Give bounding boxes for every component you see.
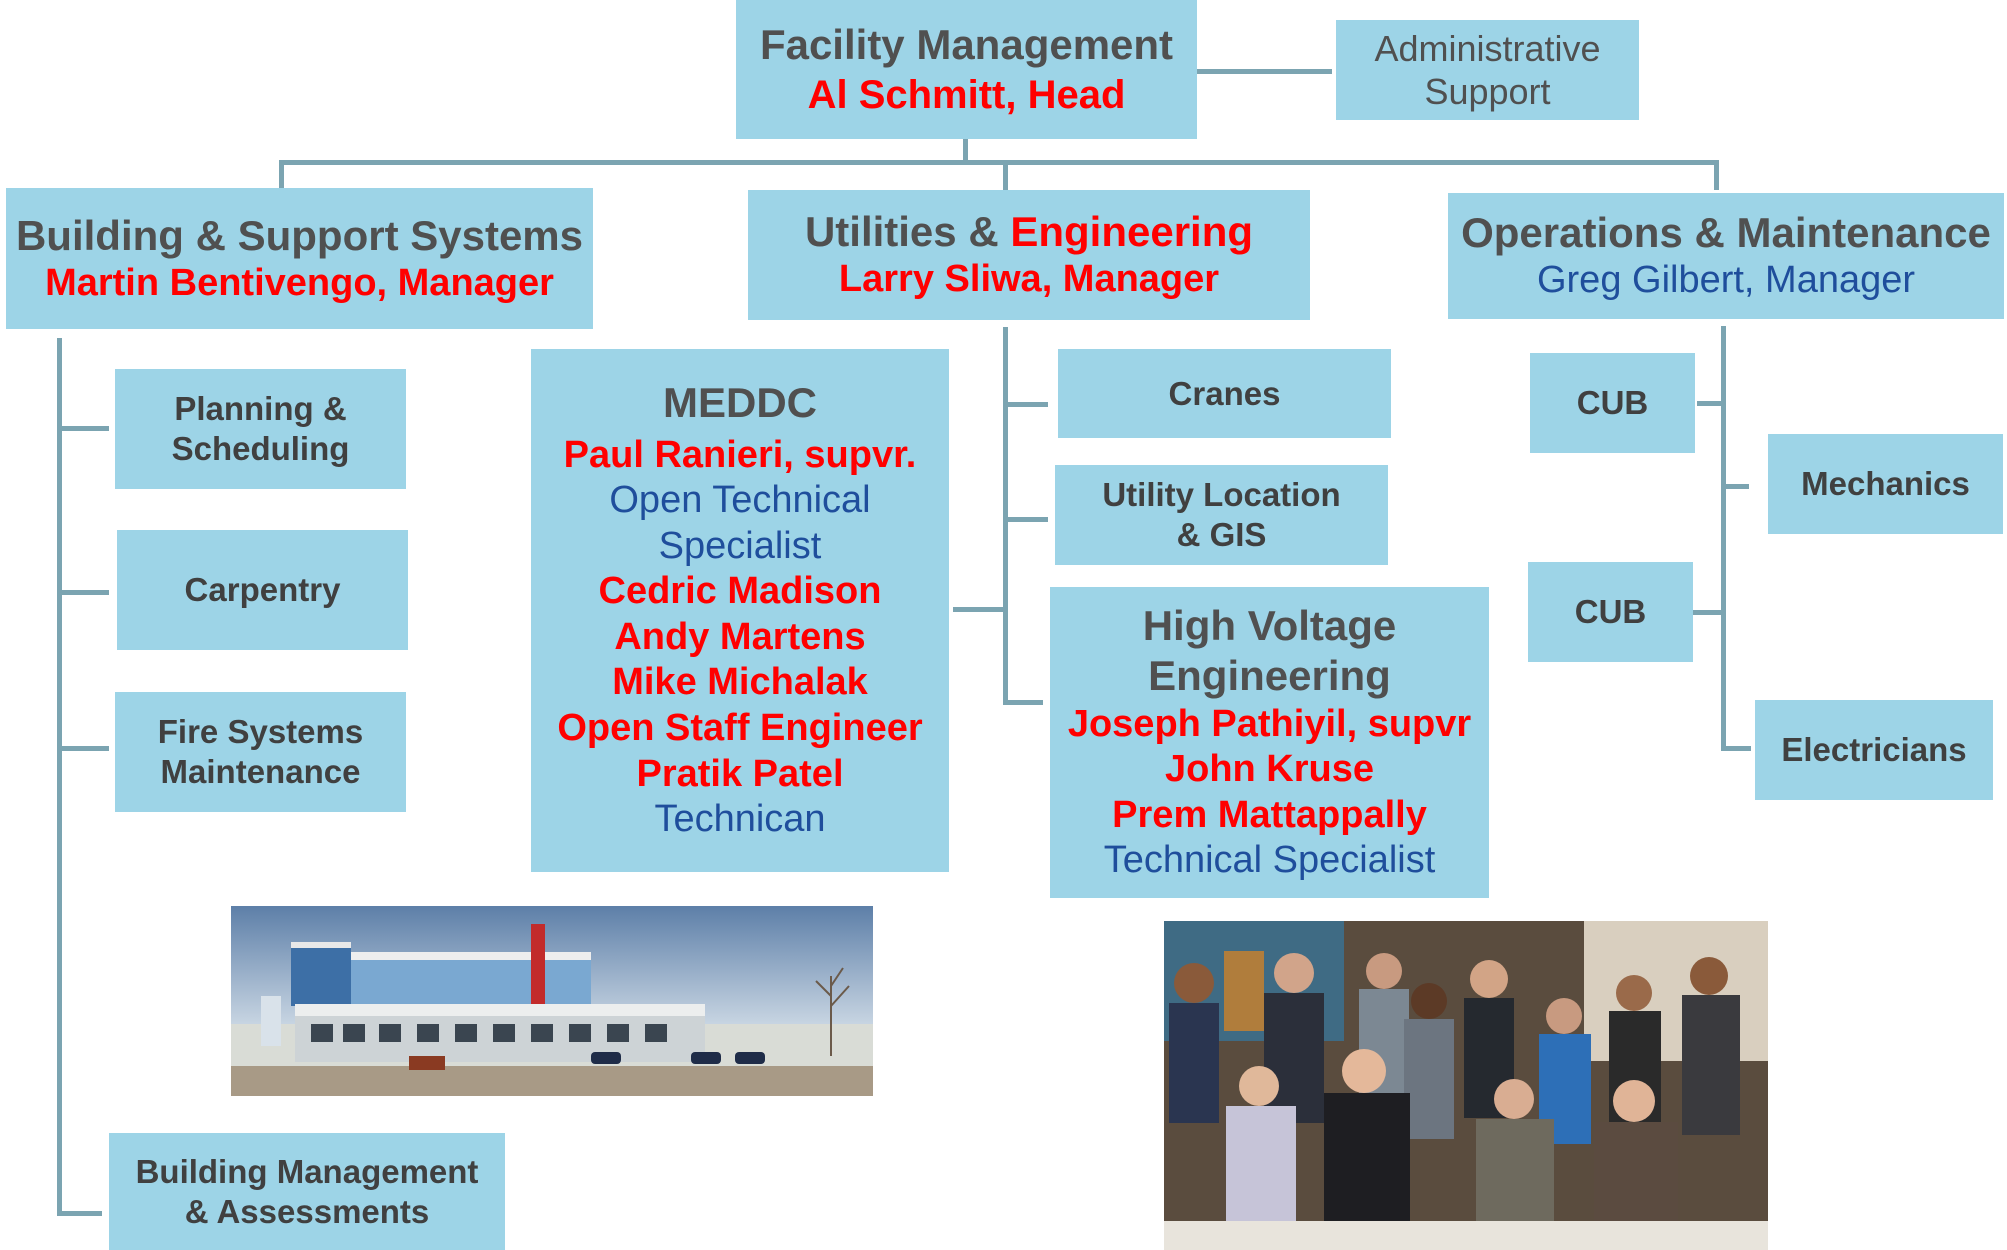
meddc-box: MEDDC Paul Ranieri, supvr. Open Technica… xyxy=(531,349,949,872)
carpentry-box: Carpentry xyxy=(117,530,408,650)
team-photo-illustration xyxy=(1164,921,1768,1250)
building-photo-illustration xyxy=(231,906,873,1096)
planning-line2: Scheduling xyxy=(171,430,350,467)
connector-ue-hv xyxy=(1003,700,1043,705)
utilities-engineering-box: Utilities & Engineering Larry Sliwa, Man… xyxy=(748,190,1310,320)
electricians-box: Electricians xyxy=(1755,700,1993,800)
meddc-title: MEDDC xyxy=(663,379,817,427)
meddc-member: Specialist xyxy=(658,524,822,567)
connector-om-cub1 xyxy=(1697,401,1725,406)
meddc-member: Cedric Madison xyxy=(598,570,882,613)
connector-bss-bma xyxy=(57,1211,102,1216)
connector-om-electricians xyxy=(1721,746,1751,751)
connector-bss-fire xyxy=(57,746,109,751)
bss-manager-name: Martin Bentivengo, Manager xyxy=(45,261,554,304)
cranes-box: Cranes xyxy=(1058,349,1391,438)
bma-line2: & Assessments xyxy=(184,1192,430,1230)
utility-line2: & GIS xyxy=(1176,516,1267,553)
connector-om-drop xyxy=(1714,160,1719,190)
planning-line1: Planning & xyxy=(174,390,347,428)
carpentry-label: Carpentry xyxy=(184,571,341,609)
connector-bss-drop xyxy=(279,160,284,190)
om-title: Operations & Maintenance xyxy=(1461,209,1991,256)
admin-support-line2: Support xyxy=(1424,71,1551,112)
meddc-member: Technican xyxy=(654,798,826,841)
fire-line2: Maintenance xyxy=(160,753,361,790)
connector-om-vertical xyxy=(1721,326,1726,750)
hv-member: John Kruse xyxy=(1164,748,1375,791)
ue-title-part-b: Engineering xyxy=(1010,208,1254,255)
hv-member: Technical Specialist xyxy=(1103,839,1436,882)
bma-line1: Building Management xyxy=(135,1152,479,1190)
connector-managers-horizontal xyxy=(279,160,1719,165)
utility-location-gis-box: Utility Location & GIS xyxy=(1055,465,1388,565)
connector-om-cub2 xyxy=(1693,610,1725,615)
meddc-member: Open Staff Engineer xyxy=(557,707,923,750)
fire-systems-maintenance-box: Fire Systems Maintenance xyxy=(115,692,406,812)
cub-box-1: CUB xyxy=(1530,353,1695,453)
hv-member: Prem Mattappally xyxy=(1112,793,1427,836)
connector-bss-carpentry xyxy=(57,590,109,595)
meddc-member: Open Technical xyxy=(609,479,871,522)
meddc-member: Pratik Patel xyxy=(636,752,844,795)
connector-ue-utility xyxy=(1003,517,1048,522)
building-support-systems-box: Building & Support Systems Martin Bentiv… xyxy=(6,188,593,329)
facility-management-box: Facility Management Al Schmitt, Head xyxy=(736,0,1197,139)
hv-title-line1: High Voltage xyxy=(1142,601,1397,649)
cranes-label: Cranes xyxy=(1168,374,1281,412)
connector-bss-planning xyxy=(57,426,109,431)
utility-line1: Utility Location xyxy=(1102,476,1341,514)
cub-box-2: CUB xyxy=(1528,562,1693,662)
connector-ue-cranes xyxy=(1003,402,1048,407)
meddc-member: Mike Michalak xyxy=(612,661,868,704)
connector-bss-vertical xyxy=(57,338,62,1216)
meddc-member: Paul Ranieri, supvr. xyxy=(563,433,917,476)
ue-manager-name: Larry Sliwa, Manager xyxy=(838,258,1220,301)
mechanics-box: Mechanics xyxy=(1768,434,2003,534)
operations-maintenance-box: Operations & Maintenance Greg Gilbert, M… xyxy=(1448,193,2004,319)
connector-ue-vertical xyxy=(1003,327,1008,705)
meddc-member: Andy Martens xyxy=(614,615,866,658)
mechanics-label: Mechanics xyxy=(1801,465,1970,503)
ue-title: Utilities & Engineering xyxy=(805,207,1253,257)
building-photo xyxy=(231,906,873,1096)
fire-line1: Fire Systems xyxy=(157,713,364,751)
facility-management-title: Facility Management xyxy=(759,21,1174,69)
cub-label: CUB xyxy=(1574,593,1647,631)
connector-om-mechanics xyxy=(1721,484,1749,489)
admin-support-line1: Administrative xyxy=(1374,27,1601,69)
hv-title-line2: Engineering xyxy=(1148,652,1391,700)
connector-top-down xyxy=(963,139,968,165)
ue-title-part-a: Utilities & xyxy=(804,208,1011,255)
building-management-assessments-box: Building Management & Assessments xyxy=(109,1133,505,1250)
hv-member: Joseph Pathiyil, supvr xyxy=(1067,702,1472,745)
planning-scheduling-box: Planning & Scheduling xyxy=(115,369,406,489)
facility-head-name: Al Schmitt, Head xyxy=(807,72,1126,117)
connector-ue-meddc xyxy=(953,607,1005,612)
connector-top-admin xyxy=(1197,69,1332,74)
om-manager-name: Greg Gilbert, Manager xyxy=(1536,259,1916,302)
bss-title: Building & Support Systems xyxy=(15,211,584,259)
connector-ue-drop xyxy=(1003,160,1008,190)
cub-label: CUB xyxy=(1576,384,1649,422)
high-voltage-engineering-box: High Voltage Engineering Joseph Pathiyil… xyxy=(1050,587,1489,898)
administrative-support-box: Administrative Support xyxy=(1336,20,1639,120)
electricians-label: Electricians xyxy=(1781,731,1967,769)
team-photo xyxy=(1164,921,1768,1250)
